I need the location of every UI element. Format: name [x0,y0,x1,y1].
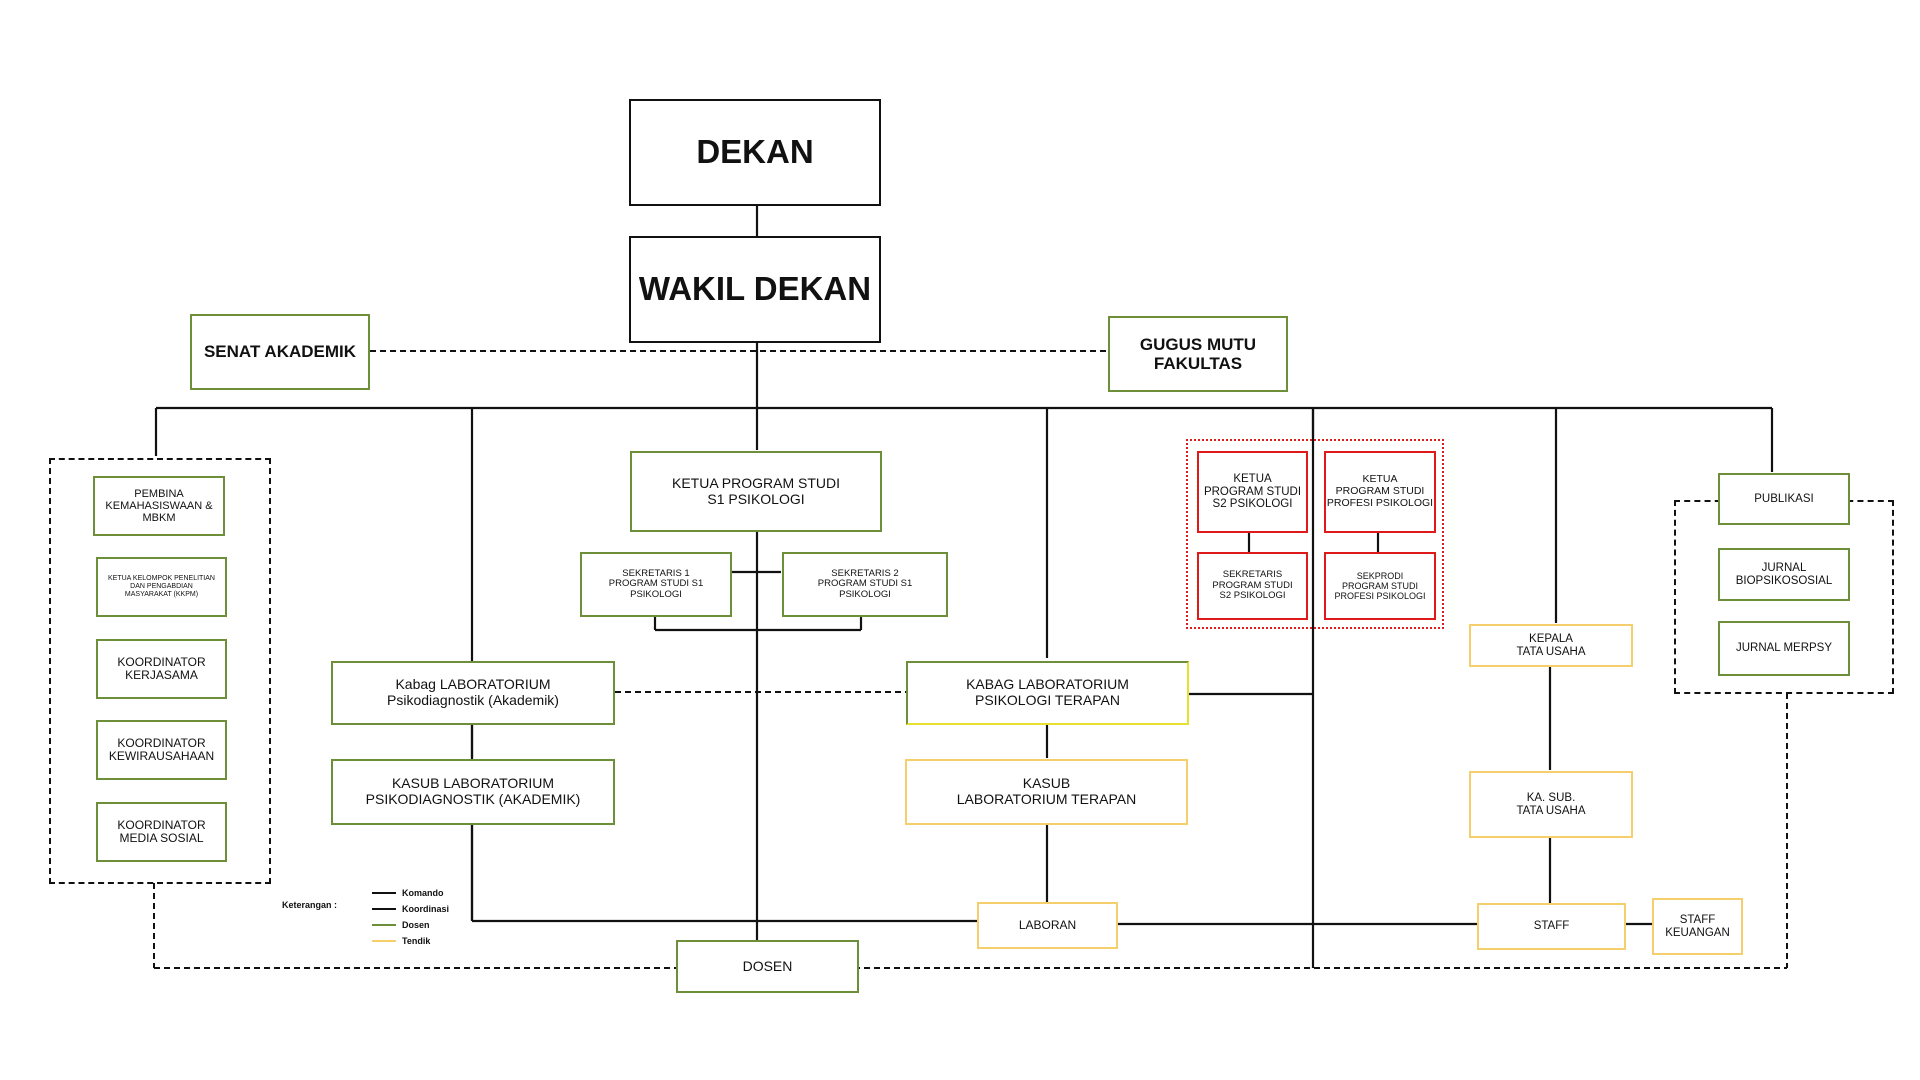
legend-label-koordinasi: Koordinasi [402,904,450,914]
jurnal-merpsy-box: JURNAL MERPSY [1718,621,1850,676]
kasub-lab-terapan-box: KASUB LABORATORIUM TERAPAN [905,759,1188,825]
legend-line-tendik [372,940,396,942]
ketua-kkpm-box: KETUA KELOMPOK PENELITIAN DAN PENGABDIAN… [96,557,227,617]
dekan-box: DEKAN [629,99,881,206]
legend-line-dosen [372,924,396,926]
koordinator-media-sosial-box: KOORDINATOR MEDIA SOSIAL [96,802,227,862]
sekretaris-1-box: SEKRETARIS 1 PROGRAM STUDI S1 PSIKOLOGI [580,552,732,617]
legend-line-koordinasi [372,908,396,910]
laboran-box: LABORAN [977,902,1118,949]
gugus-mutu-box: GUGUS MUTU FAKULTAS [1108,316,1288,392]
publikasi-box: PUBLIKASI [1718,473,1850,525]
dosen-box: DOSEN [676,940,859,993]
legend-label-komando: Komando [402,888,444,898]
kaprodi-profesi-box: KETUA PROGRAM STUDI PROFESI PSIKOLOGI [1324,451,1436,533]
legend: Keterangan : Komando Koordinasi Dosen Te… [280,888,480,948]
kasub-lab-psikodiagnostik-box: KASUB LABORATORIUM PSIKODIAGNOSTIK (AKAD… [331,759,615,825]
koordinator-kewirausahaan-box: KOORDINATOR KEWIRAUSAHAAN [96,720,227,780]
kaprodi-s2-box: KETUA PROGRAM STUDI S2 PSIKOLOGI [1197,451,1308,533]
senat-akademik-box: SENAT AKADEMIK [190,314,370,390]
legend-line-komando [372,892,396,894]
legend-item-komando: Komando [372,888,444,898]
kabag-lab-terapan-box: KABAG LABORATORIUM PSIKOLOGI TERAPAN [906,661,1189,725]
sekretaris-2-box: SEKRETARIS 2 PROGRAM STUDI S1 PSIKOLOGI [782,552,948,617]
koordinator-kerjasama-box: KOORDINATOR KERJASAMA [96,639,227,699]
kemahasiswaan-group [49,458,271,884]
legend-item-tendik: Tendik [372,936,430,946]
legend-label-dosen: Dosen [402,920,430,930]
sekretaris-s2-box: SEKRETARIS PROGRAM STUDI S2 PSIKOLOGI [1197,552,1308,620]
sekprodi-profesi-box: SEKPRODI PROGRAM STUDI PROFESI PSIKOLOGI [1324,552,1436,620]
kabag-lab-psikodiagnostik-box: Kabag LABORATORIUM Psikodiagnostik (Akad… [331,661,615,725]
staff-box: STAFF [1477,903,1626,950]
legend-item-koordinasi: Koordinasi [372,904,449,914]
legend-title: Keterangan : [282,900,338,910]
legend-label-tendik: Tendik [402,936,431,946]
pembina-kemahasiswaan-box: PEMBINA KEMAHASISWAAN & MBKM [93,476,225,536]
legend-item-dosen: Dosen [372,920,430,930]
jurnal-biopsikososial-box: JURNAL BIOPSIKOSOSIAL [1718,548,1850,601]
prodi-s2-profesi-group [1186,439,1444,629]
kaprodi-s1-box: KETUA PROGRAM STUDI S1 PSIKOLOGI [630,451,882,532]
kepala-tata-usaha-box: KEPALA TATA USAHA [1469,624,1633,667]
staff-keuangan-box: STAFF KEUANGAN [1652,898,1743,955]
wakil-dekan-box: WAKIL DEKAN [629,236,881,343]
kasub-tata-usaha-box: KA. SUB. TATA USAHA [1469,771,1633,838]
